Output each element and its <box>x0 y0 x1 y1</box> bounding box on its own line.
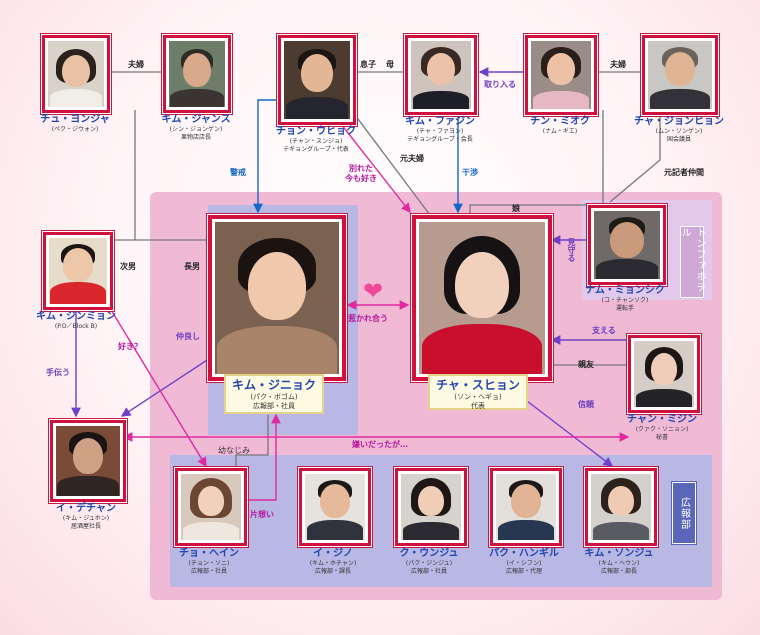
label-wakareta: 別れた 今も好き <box>345 164 377 183</box>
card-jin-mioku: チン・ミオク(ナム・ギエ) <box>530 116 590 135</box>
portrait-cha-jonghyun <box>642 35 718 115</box>
label-toriiru: 取り入る <box>484 80 516 89</box>
label-haha: 母 <box>386 60 394 69</box>
line-motokisha <box>609 110 661 203</box>
portrait-cha-suhyun <box>412 215 552 381</box>
portrait-park-hangil <box>490 468 562 546</box>
label-kiraidatta: 嫌いだったが… <box>352 440 408 449</box>
card-ku-woonjoo: ク・ウンジュ(パク・ジンジュ)広報部・社員 <box>399 548 459 575</box>
hotel-group-tag: トンファホテル <box>679 226 705 298</box>
label-jinan: 次男 <box>120 262 136 271</box>
label-tetsudau: 手伝う <box>46 368 70 377</box>
label-keikai: 警戒 <box>230 168 246 177</box>
card-kim-hwajin: キム・ファジン(チャ・ファヨン)テギョングループ・会長 <box>405 116 475 143</box>
portrait-kim-hwajin <box>405 35 477 115</box>
label-kataomoi: 片想い <box>250 510 274 519</box>
label-musume: 娘 <box>512 204 520 213</box>
card-kim-jinhyuk: キム・ジニョク(パク・ボゴム)広報部・社員 <box>224 374 324 414</box>
label-nakayoshi: 仲良し <box>176 332 200 341</box>
portrait-kim-jangsu <box>163 35 231 113</box>
kouhou-group-tag: 広報部 <box>672 482 696 544</box>
card-kim-sunju: キム・ソンジュ(キム・ヘウン)広報部・部長 <box>584 548 654 575</box>
portrait-ku-woonjoo <box>395 468 467 546</box>
card-jung-woohyuk: チョン・ウヒョク(チャン・スンジョ)テギョングループ・代表 <box>276 126 356 153</box>
line-osananajimi <box>235 415 269 470</box>
card-nam-myungsik: ナム・ミョンシク(コ・チャンソク)運転手 <box>585 285 665 312</box>
label-osananajimi: 幼なじみ <box>218 446 250 455</box>
heart-icon: ❤ <box>363 277 384 305</box>
line-jinan-chounan <box>110 110 208 241</box>
label-fuufu-right: 夫婦 <box>610 60 626 69</box>
portrait-lee-jino <box>299 468 371 546</box>
portrait-kim-sunju <box>585 468 657 546</box>
card-jo-hyein: チョ・ヘイン(チョン・ソニ)広報部・社員 <box>179 548 239 575</box>
portrait-jung-woohyuk <box>278 35 356 125</box>
portrait-nam-myungsik <box>588 205 666 285</box>
label-musuko: 息子 <box>360 60 376 69</box>
portrait-jin-mioku <box>525 35 597 115</box>
portrait-lee-daechan <box>50 420 126 502</box>
card-cha-suhyun: チャ・スヒョン(ソン・ヘギョ)代表 <box>428 374 528 410</box>
arrow-wakareta <box>329 109 411 214</box>
line-musume <box>469 110 604 215</box>
card-park-hangil: パク・ハンギル(イ・シフン)広報部・代理 <box>489 548 559 575</box>
label-chounan: 長男 <box>184 262 200 271</box>
portrait-ju-yongja <box>42 35 110 113</box>
portrait-kim-jinhyuk <box>208 215 346 381</box>
portrait-kim-jinmyung <box>43 232 113 310</box>
label-hikareau: 惹かれ合う <box>348 314 388 323</box>
label-sasaeru: 支える <box>592 326 616 335</box>
label-motokisha: 元記者仲間 <box>664 168 704 177</box>
label-mimamoru: 見守る <box>567 238 576 262</box>
label-shinrai: 信頼 <box>578 400 594 409</box>
line-motofuufu <box>354 114 431 216</box>
label-shinyuu: 親友 <box>578 360 594 369</box>
card-jang-mijin: チャン・ミジン(クァク・ソニョン)秘書 <box>627 414 697 441</box>
card-cha-jonghyun: チャ・ジョンヒョン(ムン・ソンゲン)国会議員 <box>634 116 724 143</box>
label-kanshou: 干渉 <box>462 168 478 177</box>
label-motofuufu: 元夫婦 <box>400 154 424 163</box>
label-fuufu-left: 夫婦 <box>128 60 144 69</box>
card-lee-daechan: イ・デチャン(キム・ジュホン)居酒屋社長 <box>56 503 116 530</box>
label-suki: 好き？ <box>118 342 142 351</box>
card-lee-jino: イ・ジノ(キム・ホチャン)広報部・課長 <box>309 548 357 575</box>
portrait-jang-mijin <box>628 335 700 413</box>
arrow-kataomoi <box>236 413 281 501</box>
card-kim-jinmyung: キム・ジンミョン(P.O／Block B) <box>36 311 116 330</box>
card-ju-yongja: チュ・ヨンジャ(ペク・ジウォン) <box>40 114 110 133</box>
card-kim-jangsu: キム・ジャンス(シン・ジョンゲン)果物店店長 <box>161 114 231 141</box>
portrait-jo-hyein <box>175 468 247 546</box>
